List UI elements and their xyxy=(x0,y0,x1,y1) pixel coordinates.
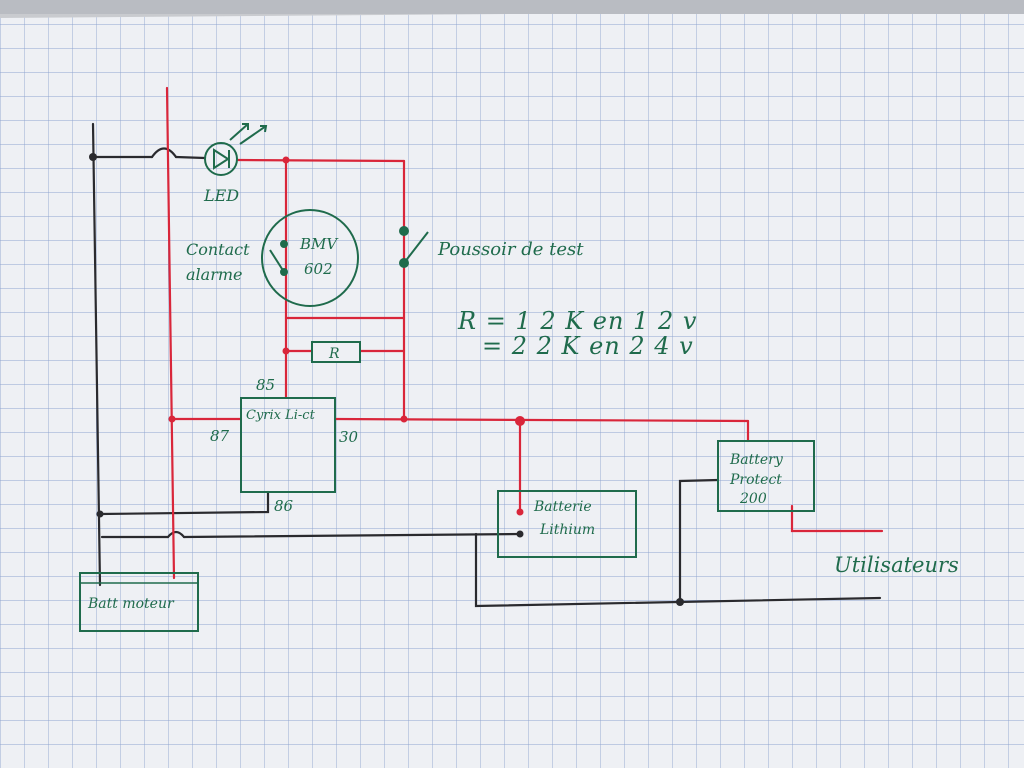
page-top-shadow xyxy=(0,0,1024,14)
relay-name-label: Cyrix Li-ct xyxy=(246,408,316,423)
engine-battery-box xyxy=(79,572,199,632)
led-light-arrow-icon xyxy=(229,123,249,141)
crossover-hop xyxy=(166,530,186,539)
junction-dot xyxy=(516,508,524,516)
lithium-label-2: Lithium xyxy=(539,522,595,538)
battery-protect-line-3: 200 xyxy=(739,491,767,507)
junction-dot xyxy=(282,156,290,164)
red-wire-led-to-right xyxy=(236,158,406,163)
fuse-symbol xyxy=(150,147,178,159)
battery-protect-box xyxy=(717,440,815,512)
red-wire-bp-output xyxy=(790,504,884,533)
contact-label: Contact xyxy=(186,240,250,259)
junction-dot xyxy=(400,415,408,423)
junction-dot xyxy=(676,598,684,606)
paper-grid xyxy=(0,10,1024,768)
push-button-contact xyxy=(399,226,409,236)
junction-dots xyxy=(89,153,684,606)
push-button-label: Poussoir de test xyxy=(437,239,584,260)
junction-dot xyxy=(168,415,176,423)
black-wires xyxy=(91,122,882,608)
led-label: LED xyxy=(203,186,239,205)
resistor-box xyxy=(311,341,361,363)
red-wire-positive-rail xyxy=(165,86,176,580)
lithium-battery-box xyxy=(497,490,637,558)
pin-85-label: 85 xyxy=(256,376,275,394)
bmv-model-label: 602 xyxy=(304,260,333,278)
engine-battery-label: Batt moteur xyxy=(87,596,175,612)
formula-line-1: R = 1 2 K en 1 2 v xyxy=(457,307,697,335)
led-light-arrow-icon xyxy=(239,125,268,145)
lithium-label-1: Batterie xyxy=(533,499,592,515)
pin-30-label: 30 xyxy=(339,428,359,446)
resistor-label: R xyxy=(328,346,340,362)
push-button-lever xyxy=(403,231,429,264)
led-icon xyxy=(204,142,238,176)
red-wires xyxy=(165,86,884,580)
led-diode-triangle xyxy=(213,148,230,170)
alarm-contact-dot xyxy=(280,240,288,248)
black-wire-to-lithium-b xyxy=(182,532,522,539)
consumers-label: Utilisateurs xyxy=(834,553,959,577)
black-wire-ground-bus xyxy=(474,532,882,608)
junction-dot xyxy=(96,510,104,518)
battery-protect-line-1: Battery xyxy=(729,452,784,468)
junction-dot xyxy=(89,153,97,161)
bmv-label: BMV xyxy=(299,235,339,253)
bmv-component xyxy=(261,209,359,307)
junction-dot xyxy=(282,347,290,355)
text-labels: LED Contact alarme BMV 602 Poussoir de t… xyxy=(87,186,959,612)
pin-86-label: 86 xyxy=(274,497,294,515)
alarm-contact-switch xyxy=(269,249,285,273)
bmv-circle xyxy=(261,209,359,307)
black-wire-bp-input xyxy=(678,478,720,604)
relay-box xyxy=(240,397,336,493)
black-wire-pin86 xyxy=(98,490,270,516)
black-wire-fuse-to-led xyxy=(174,155,207,160)
junction-dot xyxy=(516,530,524,538)
formula-line-2: = 2 2 K en 2 4 v xyxy=(482,332,694,360)
push-button-component xyxy=(399,226,429,268)
battery-protect-line-2: Protect xyxy=(729,472,782,488)
alarm-label: alarme xyxy=(186,265,242,284)
pin-87-label: 87 xyxy=(210,427,230,445)
junction-dot xyxy=(515,416,525,426)
black-wire-left-rail xyxy=(91,122,102,587)
led-component xyxy=(204,123,268,176)
